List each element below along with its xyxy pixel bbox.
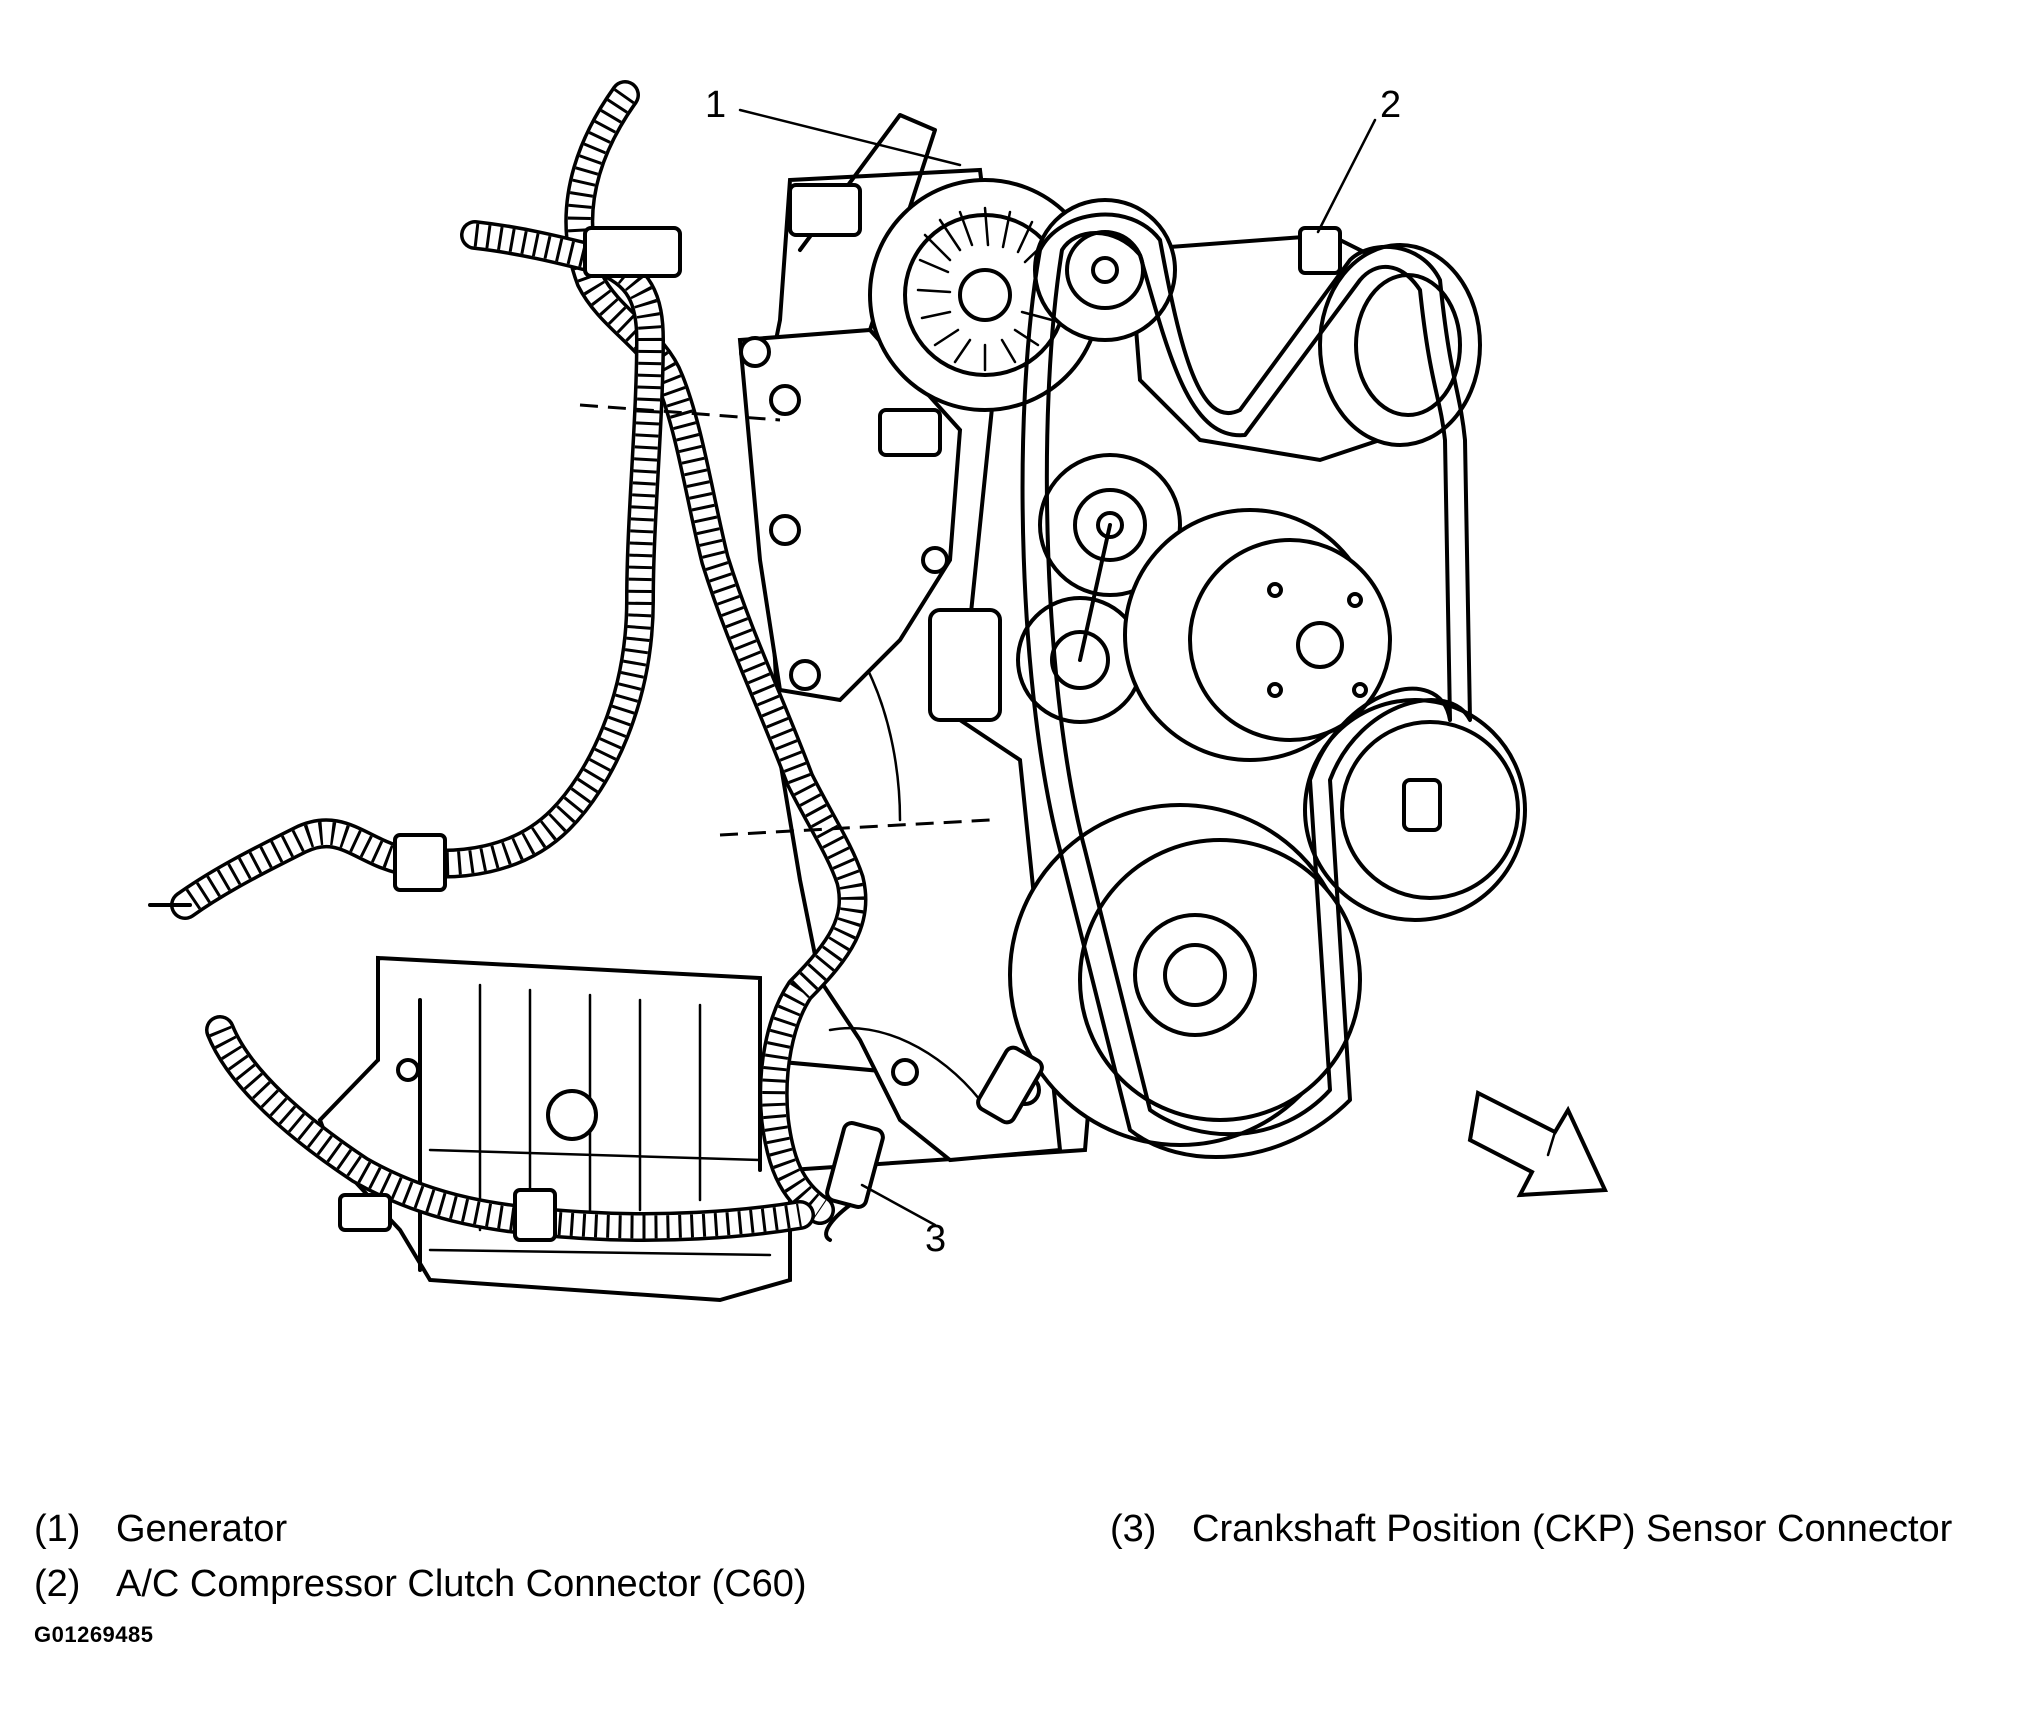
water-pump-pulley xyxy=(1123,508,1392,762)
callout-leader-3 xyxy=(860,1183,937,1227)
front-of-vehicle-arrow-icon xyxy=(1467,1089,1609,1198)
idler-pulley-upper xyxy=(1033,198,1177,342)
callout-number-3: 3 xyxy=(925,1218,947,1260)
ckp-sensor xyxy=(976,1045,1044,1125)
callout-number-2: 2 xyxy=(1380,84,1402,126)
tensioner-arm xyxy=(1016,523,1144,724)
legend-item-generator: (1) Generator xyxy=(34,1510,287,1548)
attachment-line xyxy=(719,818,991,837)
legend-label: A/C Compressor Clutch Connector (C60) xyxy=(116,1563,807,1605)
legend-label: Generator xyxy=(116,1508,288,1550)
ckp-sensor-connector xyxy=(824,1120,885,1242)
callout-leader-1 xyxy=(738,108,962,167)
legend-number: (1) xyxy=(34,1508,81,1550)
wiring-harness xyxy=(148,80,868,1242)
legend-item-ckp-sensor-connector: (3) Crankshaft Position (CKP) Sensor Conn… xyxy=(1110,1510,1952,1548)
power-steering-pulley xyxy=(1303,698,1527,922)
callout-leader-2 xyxy=(1316,118,1377,234)
legend-number: (3) xyxy=(1110,1508,1157,1550)
figure-id: G01269485 xyxy=(34,1622,154,1647)
serpentine-belt xyxy=(1020,212,1472,1159)
callout-number-1: 1 xyxy=(705,84,727,126)
ac-compressor xyxy=(1127,226,1482,463)
legend-number: (2) xyxy=(34,1563,81,1605)
legend-item-ac-compressor-connector: (2) A/C Compressor Clutch Connector (C60) xyxy=(34,1565,807,1603)
attachment-line xyxy=(579,403,781,422)
legend-label: Crankshaft Position (CKP) Sensor Connect… xyxy=(1192,1508,1953,1550)
crankshaft-pulley xyxy=(1008,803,1362,1147)
